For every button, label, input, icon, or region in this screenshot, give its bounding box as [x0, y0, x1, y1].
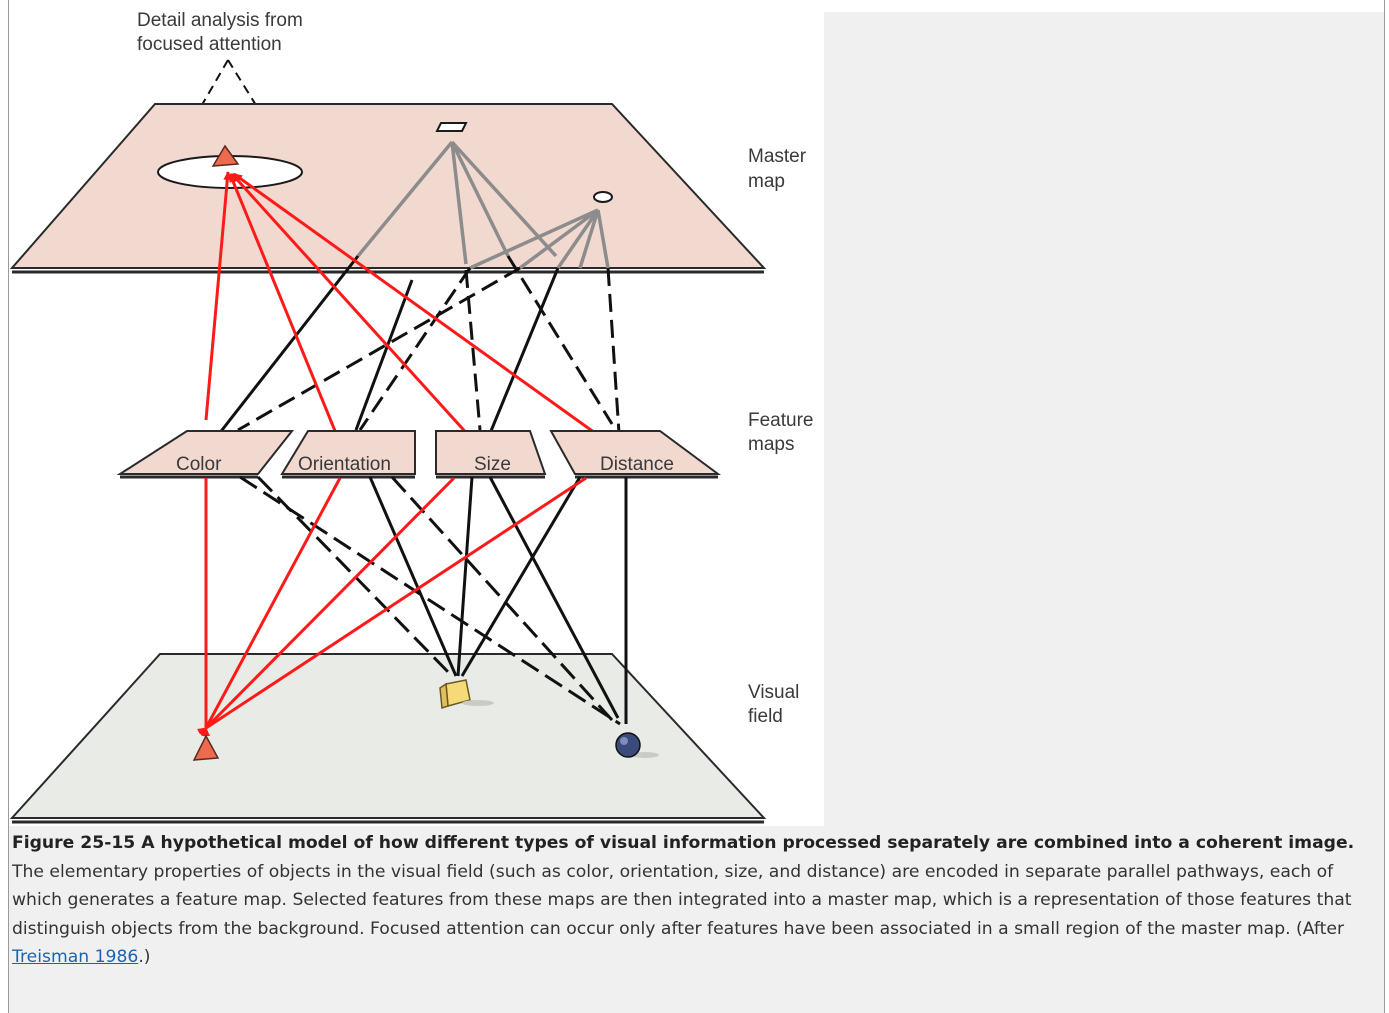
visual-sphere-icon	[615, 732, 659, 758]
layer-label-master-2: map	[748, 171, 785, 192]
layer-label-master-1: Master	[748, 146, 807, 167]
top-label-line1: Detail analysis from	[137, 10, 303, 31]
feature-map-orientation: Orientation	[280, 430, 416, 479]
feature-label-orientation: Orientation	[298, 454, 391, 475]
feature-integration-diagram: Detail analysis from focused attention	[9, 10, 813, 824]
master-square-icon	[435, 122, 468, 132]
top-label-line2: focused attention	[137, 34, 282, 55]
treisman-link[interactable]: Treisman 1986	[12, 947, 139, 967]
visual-field-plane	[9, 653, 767, 824]
black-master-feature-lines	[206, 255, 622, 449]
layer-label-visual-2: field	[748, 706, 783, 727]
caption-title: Figure 25-15 A hypothetical model of how…	[12, 833, 1355, 853]
feature-map-size: Size	[435, 430, 547, 479]
feature-label-size: Size	[474, 454, 511, 475]
feature-label-color: Color	[176, 454, 222, 475]
black-feature-visual-lines	[239, 475, 628, 726]
visual-triangle-icon	[192, 734, 220, 761]
figure-caption: Figure 25-15 A hypothetical model of how…	[12, 829, 1372, 972]
master-circle-icon	[593, 191, 613, 203]
layer-label-features-1: Feature	[748, 410, 813, 431]
red-feature-master-arrows	[204, 171, 617, 450]
caption-box	[9, 826, 1384, 1013]
gray-master-lines	[356, 140, 610, 270]
feature-label-distance: Distance	[600, 454, 674, 475]
visual-cube-icon	[439, 679, 494, 710]
feature-map-distance: Distance	[549, 430, 722, 479]
layer-label-features-2: maps	[748, 434, 794, 455]
caption-tail: .)	[138, 947, 151, 967]
side-panel	[824, 12, 1384, 826]
layer-label-visual-1: Visual	[748, 682, 799, 703]
content-frame	[8, 0, 1385, 1013]
master-triangle-icon	[211, 144, 240, 167]
feature-map-color: Color	[116, 430, 295, 479]
red-visual-feature-arrows	[197, 476, 587, 737]
master-map-plane	[9, 103, 767, 274]
caption-body: The elementary properties of objects in …	[12, 861, 1352, 939]
